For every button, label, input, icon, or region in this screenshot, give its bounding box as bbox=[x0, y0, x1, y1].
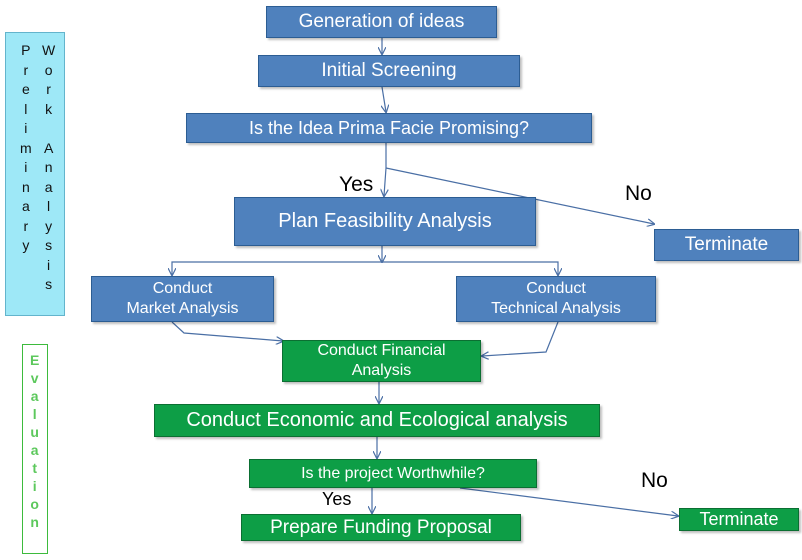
plan-feasibility-text: Plan Feasibility Analysis bbox=[278, 210, 492, 232]
vertical-letter: a bbox=[21, 198, 30, 214]
vertical-gap bbox=[47, 119, 51, 139]
financial-analysis-line1: Conduct Financial bbox=[317, 342, 446, 359]
terminate-text-2: Terminate bbox=[699, 509, 779, 529]
vertical-letter: m bbox=[20, 139, 32, 156]
vertical-letter: k bbox=[45, 100, 53, 117]
vertical-letter: s bbox=[45, 276, 53, 292]
market-analysis-line2: Market Analysis bbox=[126, 300, 239, 317]
vertical-letter: v bbox=[30, 370, 39, 386]
worthwhile-text: Is the project Worthwhile? bbox=[301, 464, 485, 482]
initial-screening-text: Initial Screening bbox=[321, 60, 457, 81]
generation-of-ideas-box: Generation of ideas bbox=[266, 6, 497, 38]
vertical-letter: i bbox=[32, 478, 37, 494]
terminate-text-1: Terminate bbox=[684, 234, 769, 255]
vertical-letter: r bbox=[46, 81, 51, 97]
vertical-letter: l bbox=[24, 100, 28, 117]
prima-facie-text: Is the Idea Prima Facie Promising? bbox=[248, 117, 530, 138]
vertical-letter: i bbox=[47, 256, 51, 273]
vertical-letter: a bbox=[30, 442, 39, 458]
vertical-letter: a bbox=[44, 178, 53, 195]
no-label-2: No bbox=[641, 469, 668, 492]
vertical-letter: l bbox=[32, 406, 37, 422]
plan-feasibility-box: Plan Feasibility Analysis bbox=[234, 197, 536, 246]
vertical-letter: l bbox=[47, 198, 51, 214]
yes-label-1: Yes bbox=[339, 173, 374, 196]
vertical-letter: i bbox=[24, 159, 28, 175]
prima-facie-box: Is the Idea Prima Facie Promising? bbox=[186, 113, 592, 143]
market-analysis-box: Conduct Market Analysis bbox=[91, 276, 274, 322]
vertical-letter: n bbox=[30, 514, 39, 530]
vertical-letter: P bbox=[21, 42, 31, 58]
vertical-letter: W bbox=[42, 42, 56, 58]
vertical-letter: o bbox=[30, 496, 39, 512]
financial-analysis-box: Conduct Financial Analysis bbox=[282, 340, 481, 382]
worthwhile-box: Is the project Worthwhile? bbox=[249, 459, 537, 488]
economic-ecological-text: Conduct Economic and Ecological analysis bbox=[186, 409, 568, 431]
arrow-market-to-financial bbox=[171, 321, 283, 341]
vertical-letter: E bbox=[30, 352, 40, 368]
no-label-1: No bbox=[625, 182, 652, 205]
vertical-letter: n bbox=[44, 159, 53, 175]
vertical-letter: n bbox=[21, 178, 30, 195]
terminate-box-1: Terminate bbox=[654, 229, 799, 261]
arrow-split-market bbox=[172, 261, 382, 275]
vertical-letter: a bbox=[30, 388, 39, 404]
yes-label-2: Yes bbox=[322, 489, 352, 509]
arrow-screening-to-primafacie bbox=[382, 86, 386, 112]
financial-analysis-line2: Analysis bbox=[351, 362, 412, 379]
funding-proposal-box: Prepare Funding Proposal bbox=[241, 514, 521, 541]
arrow-technical-to-financial bbox=[482, 321, 559, 356]
vertical-letter: o bbox=[44, 61, 53, 78]
vertical-letter: y bbox=[45, 217, 53, 234]
market-analysis-line1: Conduct bbox=[152, 280, 213, 297]
economic-ecological-box: Conduct Economic and Ecological analysis bbox=[154, 404, 600, 437]
vertical-letter: t bbox=[32, 460, 37, 476]
technical-analysis-box: Conduct Technical Analysis bbox=[456, 276, 656, 322]
technical-analysis-line2: Technical Analysis bbox=[491, 300, 621, 317]
initial-screening-box: Initial Screening bbox=[258, 55, 520, 87]
vertical-letter: r bbox=[23, 217, 29, 234]
vertical-letter: i bbox=[24, 120, 28, 136]
vertical-letter: s bbox=[45, 237, 53, 253]
vertical-letter: r bbox=[23, 61, 29, 78]
arrow-split-technical bbox=[382, 261, 558, 275]
arrow-primafacie-to-plan bbox=[384, 143, 386, 196]
arrow-primafacie-to-terminate bbox=[385, 167, 654, 224]
generation-of-ideas-text: Generation of ideas bbox=[298, 11, 465, 32]
vertical-letter: u bbox=[30, 424, 39, 440]
vertical-letter: A bbox=[43, 139, 54, 156]
terminate-box-2: Terminate bbox=[679, 508, 799, 531]
technical-analysis-line1: Conduct bbox=[526, 280, 586, 297]
arrow-worthwhile-to-terminate bbox=[459, 487, 678, 516]
vertical-letter: e bbox=[21, 81, 30, 97]
vertical-letter: y bbox=[22, 237, 30, 253]
funding-proposal-text: Prepare Funding Proposal bbox=[270, 516, 492, 538]
